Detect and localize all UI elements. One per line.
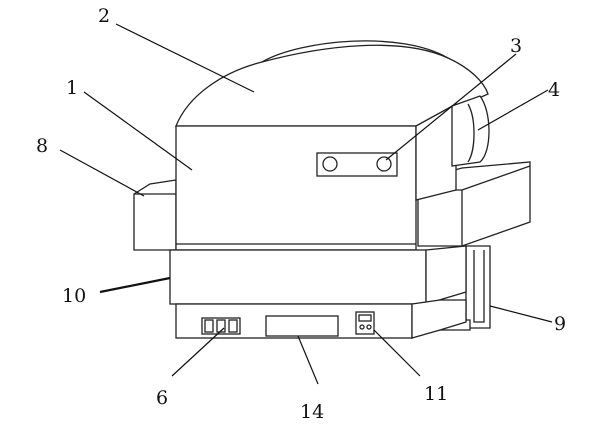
label-8: 8 xyxy=(36,135,48,157)
band-side xyxy=(425,245,467,305)
label-9: 9 xyxy=(554,313,566,335)
leader-3 xyxy=(385,53,517,161)
side-box xyxy=(133,179,177,251)
main-body xyxy=(175,125,417,251)
label-14: 14 xyxy=(300,401,324,423)
leader-6 xyxy=(171,327,225,377)
control-box xyxy=(355,311,375,335)
indicator-light-right xyxy=(376,156,392,172)
control-box-knob-2 xyxy=(366,324,372,330)
indicator-light-left xyxy=(322,156,338,172)
leader-9 xyxy=(489,305,553,323)
camera-lens xyxy=(467,103,475,163)
display-window xyxy=(265,315,339,337)
vertical-support xyxy=(465,245,491,329)
label-3: 3 xyxy=(510,35,522,57)
leader-8 xyxy=(59,149,145,197)
label-6: 6 xyxy=(156,387,168,409)
indicator-panel xyxy=(316,152,398,177)
leader-4 xyxy=(477,89,549,131)
vertical-support-slot xyxy=(473,250,485,323)
leader-10 xyxy=(99,276,171,294)
leader-2 xyxy=(115,23,255,93)
camera-housing xyxy=(451,95,490,167)
socket-2 xyxy=(216,319,226,333)
control-box-screen xyxy=(358,314,372,322)
base-side xyxy=(411,299,467,339)
label-1: 1 xyxy=(66,77,78,99)
leader-11 xyxy=(373,329,421,377)
dome-rear-curve xyxy=(261,40,449,63)
band xyxy=(169,249,427,305)
socket-group xyxy=(201,317,241,335)
leader-14 xyxy=(297,335,319,385)
control-box-knob-1 xyxy=(359,324,365,330)
label-4: 4 xyxy=(548,79,560,101)
label-10: 10 xyxy=(62,285,86,307)
socket-3 xyxy=(228,319,238,333)
leader-1 xyxy=(83,91,193,171)
label-2: 2 xyxy=(98,5,110,27)
dome-cover xyxy=(175,44,489,127)
label-11: 11 xyxy=(424,383,448,405)
socket-1 xyxy=(204,319,214,333)
